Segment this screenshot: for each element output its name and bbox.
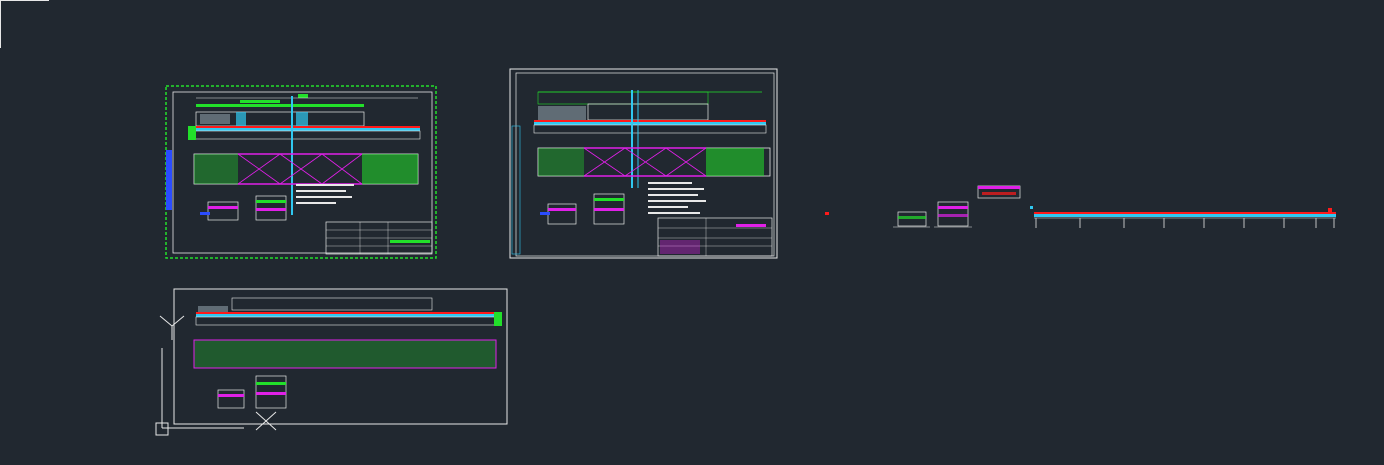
section-view[interactable] xyxy=(977,185,1021,199)
loose-marker xyxy=(825,212,829,215)
drawing-sheet-3[interactable] xyxy=(173,288,508,425)
ucs-icon xyxy=(155,315,277,436)
end-view-b[interactable] xyxy=(934,201,972,228)
drawing-sheet-1[interactable] xyxy=(165,85,437,259)
drawing-sheet-2[interactable] xyxy=(509,68,778,259)
layout-tab-corner[interactable] xyxy=(0,0,49,48)
end-view-a[interactable] xyxy=(893,211,930,228)
side-elevation[interactable] xyxy=(1030,206,1336,228)
